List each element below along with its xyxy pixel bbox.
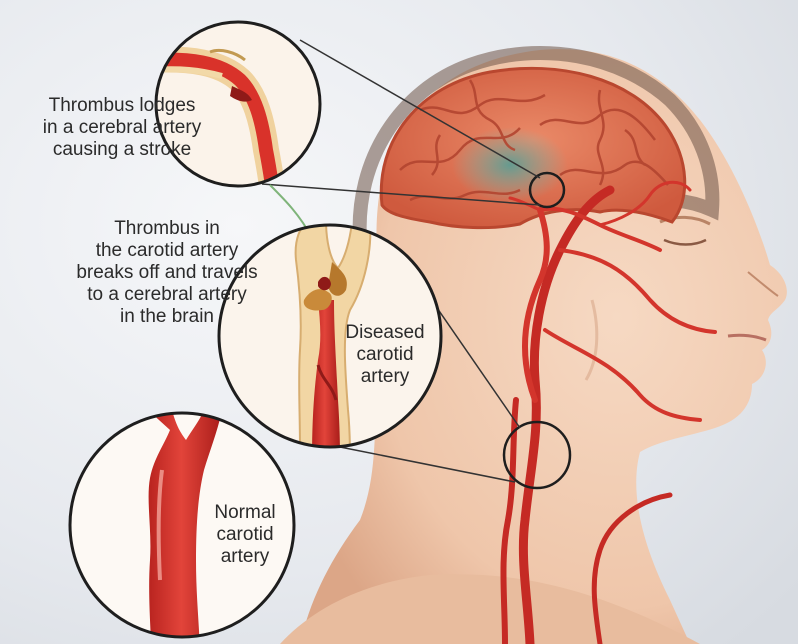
label-line: Thrombus lodges [12, 95, 232, 117]
label-normal-carotid: Normal carotid artery [195, 502, 295, 568]
label-line: in a cerebral artery [12, 117, 232, 139]
label-line: Normal [195, 502, 295, 524]
label-line: to a cerebral artery [62, 284, 272, 306]
label-line: artery [195, 546, 295, 568]
label-line: carotid [330, 344, 440, 366]
label-line: Diseased [330, 322, 440, 344]
label-line: the carotid artery [62, 240, 272, 262]
label-thrombus-travels: Thrombus in the carotid artery breaks of… [62, 218, 272, 328]
label-line: carotid [195, 524, 295, 546]
label-line: in the brain [62, 306, 272, 328]
label-diseased-carotid: Diseased carotid artery [330, 322, 440, 388]
label-line: causing a stroke [12, 139, 232, 161]
label-thrombus-lodges: Thrombus lodges in a cerebral artery cau… [12, 95, 232, 161]
label-line: breaks off and travels [62, 262, 272, 284]
label-line: artery [330, 366, 440, 388]
stroke-affected-area [452, 127, 568, 203]
label-line: Thrombus in [62, 218, 272, 240]
